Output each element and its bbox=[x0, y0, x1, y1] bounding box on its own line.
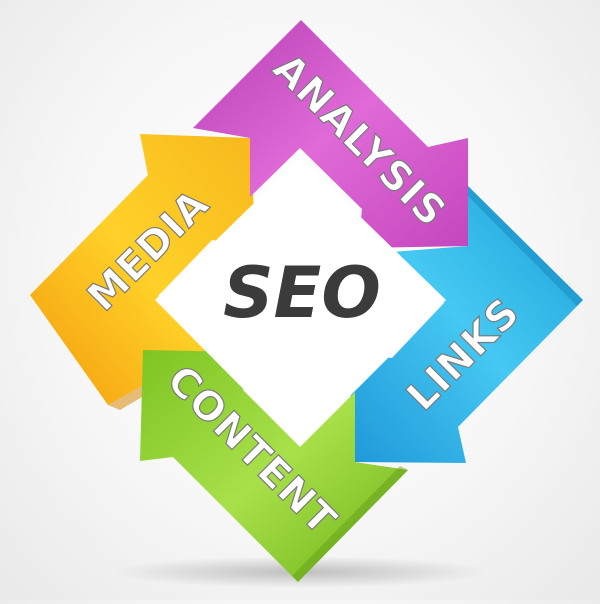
center-title: SEO bbox=[223, 252, 381, 334]
arrow-links: LINKS bbox=[348, 186, 583, 463]
center-diamond bbox=[155, 158, 446, 446]
